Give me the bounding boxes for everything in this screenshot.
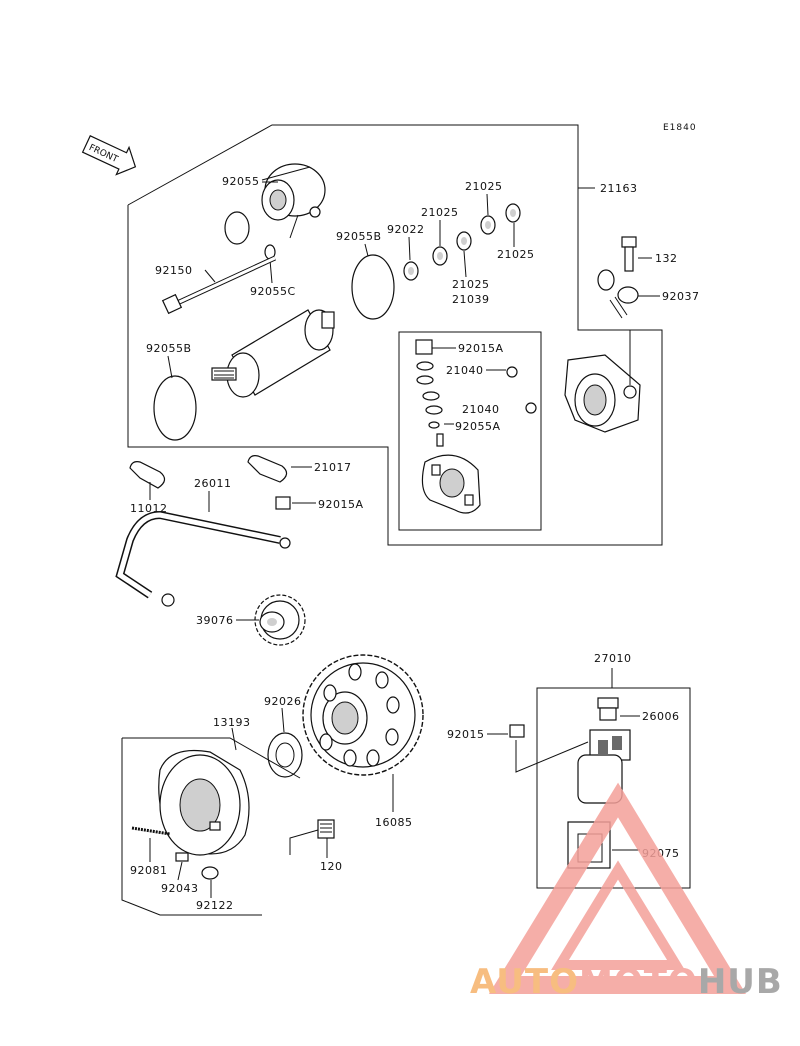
label-92015A-box: 92015A	[458, 342, 504, 355]
starter-front-cover	[564, 354, 641, 433]
label-92055B-left: 92055B	[146, 342, 192, 355]
label-21017: 21017	[314, 461, 352, 474]
fuse-26006	[597, 697, 619, 721]
starter-motor-body	[211, 309, 335, 398]
label-16085: 16085	[375, 816, 413, 829]
starter-cable-26011	[115, 510, 291, 607]
idle-gear-39076	[254, 594, 306, 646]
label-21025-d: 21025	[497, 248, 535, 261]
label-92055B-top: 92055B	[336, 230, 382, 243]
label-92055: 92055	[222, 175, 260, 188]
o-ring-92055b-top	[351, 254, 395, 320]
spring-21040-a	[506, 366, 518, 378]
washer-stack-3	[422, 391, 440, 401]
pin-92043	[175, 852, 189, 862]
spring-21040-b	[525, 402, 537, 414]
watermark-logo: AUTOMOTOHUB	[470, 782, 783, 1002]
seal-92055a	[436, 433, 444, 447]
cover-21017	[247, 455, 288, 483]
clip-92037	[597, 269, 639, 319]
label-92026: 92026	[264, 695, 302, 708]
label-92015A-cable: 92015A	[318, 498, 364, 511]
bolt-120	[317, 819, 335, 839]
washer-stack-1	[416, 361, 434, 371]
label-21039: 21039	[452, 293, 490, 306]
nut-92015a-box	[415, 339, 433, 355]
label-92015: 92015	[447, 728, 485, 741]
bolt-132	[621, 236, 637, 272]
label-21040-a: 21040	[446, 364, 484, 377]
label-132: 132	[655, 252, 678, 265]
washer-stack-4	[425, 405, 443, 415]
label-27010: 27010	[594, 652, 632, 665]
nut-92015a-cable	[275, 496, 291, 510]
label-92043: 92043	[161, 882, 199, 895]
o-ring-92055-small	[224, 211, 250, 245]
roller-92122	[201, 866, 219, 880]
label-92122: 92122	[196, 899, 234, 912]
label-26011: 26011	[194, 477, 232, 490]
label-120: 120	[320, 860, 343, 873]
label-13193: 13193	[213, 716, 251, 729]
label-92055C: 92055C	[250, 285, 296, 298]
label-21163: 21163	[600, 182, 638, 195]
clutch-group-outline	[122, 737, 301, 779]
label-92037: 92037	[662, 290, 700, 303]
front-arrow-icon: FRONT	[81, 135, 137, 176]
starter-relay-box	[536, 687, 691, 889]
long-bolt-92150	[161, 255, 277, 315]
starter-relay	[577, 729, 631, 804]
label-39076: 39076	[196, 614, 234, 627]
washer-stack-2	[416, 375, 434, 385]
starter-end-cover	[261, 163, 326, 221]
rotor-13193	[158, 749, 250, 856]
spring-92081	[131, 826, 171, 836]
starter-motor-group-outline	[127, 124, 663, 546]
diagram-code: E1840	[663, 123, 697, 133]
label-21025-b: 21025	[452, 278, 490, 291]
label-21025-c: 21025	[465, 180, 503, 193]
label-92022: 92022	[387, 223, 425, 236]
cover-11012	[129, 461, 166, 489]
label-21040-b: 21040	[462, 403, 500, 416]
watermark-text: AUTOMOTOHUB	[470, 962, 783, 1002]
washer-stack-5	[428, 421, 440, 429]
label-21025-a: 21025	[421, 206, 459, 219]
nut-92015	[509, 724, 525, 738]
o-ring-92055b-left	[153, 375, 197, 441]
brush-plate	[421, 454, 481, 514]
label-92055A: 92055A	[455, 420, 501, 433]
label-92150: 92150	[155, 264, 193, 277]
brush-holder-box	[398, 331, 542, 531]
label-92081: 92081	[130, 864, 168, 877]
label-26006: 26006	[642, 710, 680, 723]
starter-clutch-gear-16085	[302, 654, 424, 776]
